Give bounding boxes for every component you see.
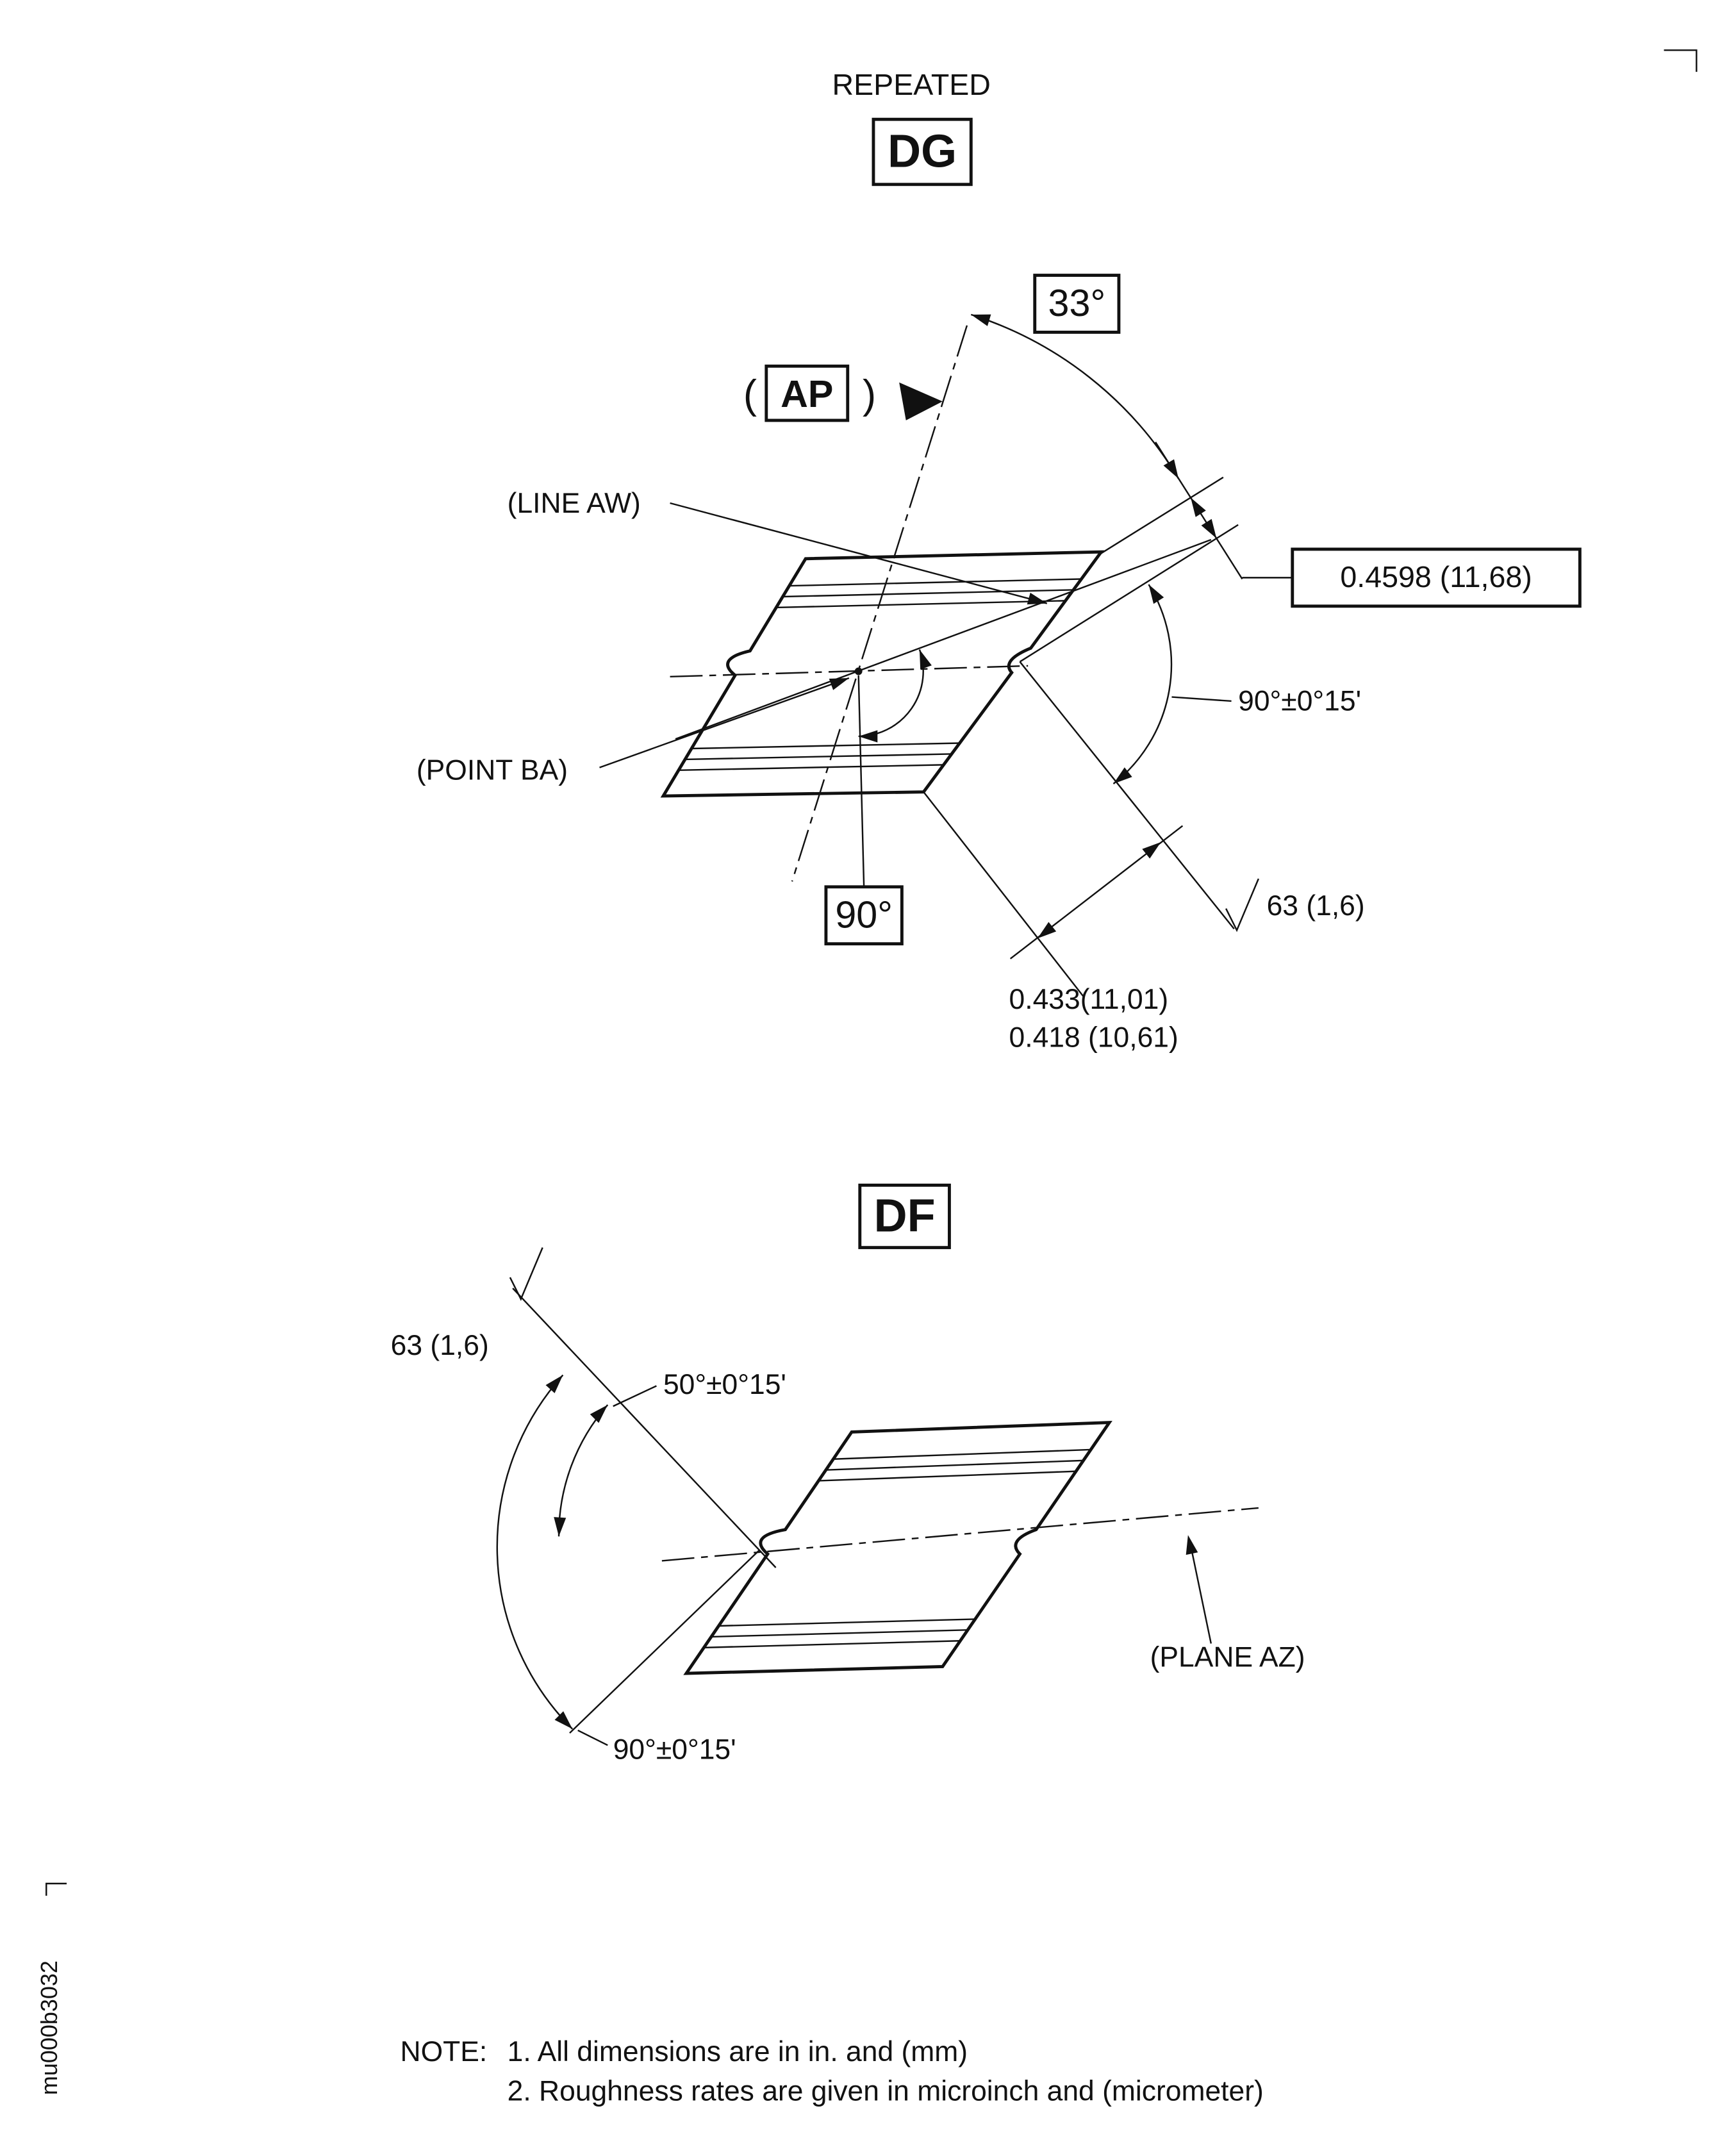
note-line-1: 1. All dimensions are in in. and (mm): [508, 2036, 968, 2067]
note-line-2: 2. Roughness rates are given in microinc…: [508, 2076, 1264, 2107]
dg-view: REPEATED DG 33° ( AP ): [417, 68, 1582, 1053]
dg-line-aw: [675, 538, 1212, 740]
dim-04598: 0.4598 (11,68): [1340, 560, 1532, 593]
dg-plate-outline: [660, 550, 1105, 798]
extension-line: [1019, 524, 1239, 663]
angle-90-df-arc: [496, 1374, 574, 1730]
plate-band-line: [775, 600, 1065, 609]
angle-50-tol-dim: 50°±0°15': [663, 1369, 786, 1400]
plate-band-line: [691, 742, 961, 750]
extension-line: [923, 791, 1084, 997]
angle-50-arc: [558, 1404, 609, 1537]
plate-band-line: [712, 1629, 967, 1638]
point-ba-label: (POINT BA): [417, 755, 568, 786]
df-leg-line: [569, 1549, 761, 1734]
plate-band-line: [704, 1640, 961, 1649]
dg-horizontal-centerline: [670, 665, 1029, 678]
angle-90-box: [824, 885, 904, 946]
line-aw-leader: [670, 502, 1048, 604]
dg-view-label-box: [872, 117, 973, 186]
plate-band-line: [684, 753, 952, 761]
angle-90-df-leader: [577, 1729, 608, 1746]
arrowhead: [554, 1517, 566, 1537]
plane-az-leader: [1188, 1539, 1212, 1644]
angle-90-tol-leader: [1171, 696, 1232, 702]
angle-90-tol-df-dim: 90°±0°15': [613, 1734, 736, 1765]
arrowhead: [971, 314, 991, 326]
arrowhead: [1027, 592, 1047, 605]
arrowhead: [1148, 584, 1164, 604]
ap-datum-label: ( AP ): [743, 364, 943, 422]
arrowhead: [554, 1711, 573, 1729]
angle-33-arc: [970, 313, 1180, 479]
plate-band-line: [825, 1459, 1084, 1471]
plate-band-line: [782, 589, 1073, 598]
arrowhead: [1201, 518, 1217, 539]
df-view-label: DF: [874, 1190, 936, 1241]
dim-0433: 0.433(11,01): [1009, 984, 1169, 1015]
roughness-df-label: 63 (1,6): [391, 1330, 489, 1361]
ap-close-paren: ): [863, 372, 876, 417]
notes: NOTE: 1. All dimensions are in in. and (…: [401, 2036, 1264, 2107]
arrowhead: [919, 649, 932, 670]
sheet-corner-mark: [1664, 49, 1698, 72]
angle-50-leader: [613, 1385, 657, 1407]
df-slanted-line: [512, 1288, 777, 1568]
arrowhead: [829, 677, 849, 690]
plate-band-line: [789, 578, 1081, 587]
note-label: NOTE:: [401, 2036, 488, 2067]
doc-number-tick: [45, 1882, 67, 1896]
plate-band-line: [832, 1448, 1091, 1460]
arrowhead: [858, 730, 878, 743]
arrowhead: [1191, 497, 1206, 517]
df-plate-outline: [683, 1420, 1112, 1675]
dg-axis-centerline: [791, 325, 968, 882]
arrowhead: [545, 1375, 563, 1393]
extension-line: [1019, 661, 1235, 930]
angle-90-extension: [857, 675, 865, 887]
angle-90-arc: [858, 649, 924, 738]
line-aw-label: (LINE AW): [508, 488, 641, 519]
ap-label: AP: [781, 372, 833, 415]
ap-datum-flag-icon: [899, 382, 943, 420]
doc-number-group: mu000b3032: [36, 1882, 67, 2095]
angle-33-dim: 33°: [1048, 281, 1106, 324]
df-plane-az-centerline: [661, 1507, 1259, 1562]
dg-plate-bands: [678, 578, 1081, 772]
plate-band-line: [678, 764, 945, 772]
ap-open-paren: (: [743, 372, 757, 417]
plane-az-label: (PLANE AZ): [1150, 1641, 1305, 1673]
angle-90-tol-dim: 90°±0°15': [1238, 686, 1361, 717]
df-view: DF 63 (1,6) 50°±0°15' 90°±0°15': [391, 1183, 1305, 1765]
plate-band-line: [718, 1618, 975, 1627]
roughness-dg-label: 63 (1,6): [1267, 890, 1365, 922]
angle-90-tol-arc: [1112, 584, 1173, 784]
plate-band-line: [818, 1470, 1076, 1482]
arrowhead: [1142, 841, 1161, 859]
angle-90-dim: 90°: [835, 893, 893, 936]
doc-number: mu000b3032: [36, 1960, 62, 2095]
point-ba-leader: [599, 677, 850, 768]
extension-line: [1100, 476, 1224, 554]
ap-box: [765, 364, 850, 422]
dg-point-ba-dot: [854, 667, 863, 675]
arrowhead: [1113, 767, 1132, 784]
arrowhead: [590, 1405, 608, 1423]
df-plate-bands: [704, 1448, 1091, 1649]
dim-04598-box: [1291, 547, 1582, 608]
angle-33-box: [1033, 274, 1121, 334]
roughness-icon: [509, 1247, 543, 1301]
repeated-label: REPEATED: [832, 68, 990, 101]
dim-0418: 0.418 (10,61): [1009, 1022, 1178, 1053]
roughness-icon: [1225, 878, 1260, 932]
arrowhead: [1037, 922, 1057, 939]
df-view-label-box: [858, 1183, 951, 1250]
arrowhead: [1186, 1535, 1198, 1555]
dg-view-label: DG: [888, 126, 957, 177]
